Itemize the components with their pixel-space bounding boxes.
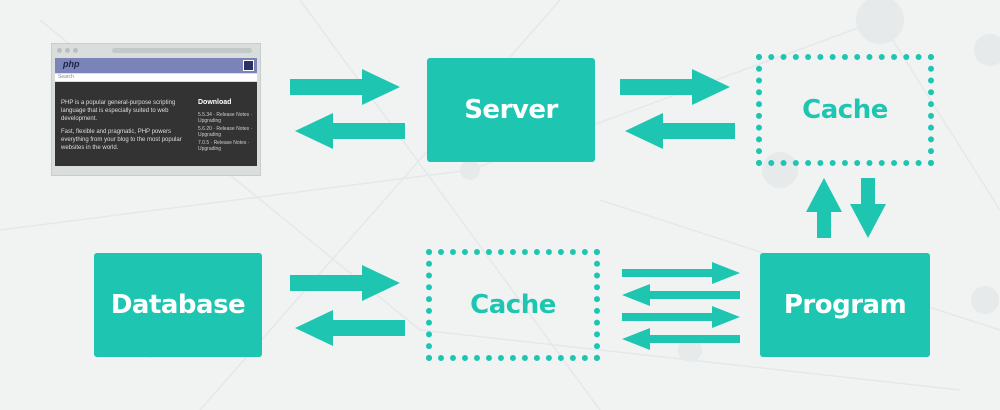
intro-paragraph-2: Fast, flexible and pragmatic, PHP powers…: [61, 129, 182, 151]
version-item: 5.5.34 · Release Notes · Upgrading: [198, 112, 253, 124]
download-heading: Download: [198, 99, 232, 106]
arrow-left-icon: [622, 284, 740, 306]
server-box: Server: [427, 58, 595, 162]
version-item: 7.0.5 · Release Notes · Upgrading: [198, 140, 250, 152]
arrow-right-icon: [290, 69, 400, 105]
arrow-left-icon: [295, 310, 405, 346]
php-content: PHP is a popular general-purpose scripti…: [55, 82, 257, 166]
cache-bottom-box: Cache: [426, 249, 600, 361]
window-dot-icon: [73, 48, 78, 53]
version-item: 5.6.20 · Release Notes · Upgrading: [198, 126, 253, 138]
menu-icon: [243, 60, 254, 71]
window-dot-icon: [57, 48, 62, 53]
php-header: php: [55, 58, 257, 73]
intro-paragraph: PHP is a popular general-purpose scripti…: [61, 100, 176, 122]
arrow-up-icon: [806, 178, 842, 238]
arrow-right-icon: [622, 262, 740, 284]
arrow-left-icon: [622, 328, 740, 350]
program-box: Program: [760, 253, 930, 357]
database-box: Database: [94, 253, 262, 357]
search-input: Search: [55, 74, 257, 81]
arrow-down-icon: [850, 178, 886, 238]
cache-top-box: Cache: [756, 54, 934, 166]
arrow-left-icon: [625, 113, 735, 149]
arrow-right-icon: [620, 69, 730, 105]
window-dot-icon: [65, 48, 70, 53]
php-logo: php: [63, 59, 80, 69]
arrow-right-icon: [622, 306, 740, 328]
browser-titlebar: [52, 44, 260, 57]
arrow-right-icon: [290, 265, 400, 301]
address-bar: [112, 48, 252, 53]
php-website-screenshot: php Search PHP is a popular general-purp…: [51, 43, 261, 176]
arrow-left-icon: [295, 113, 405, 149]
